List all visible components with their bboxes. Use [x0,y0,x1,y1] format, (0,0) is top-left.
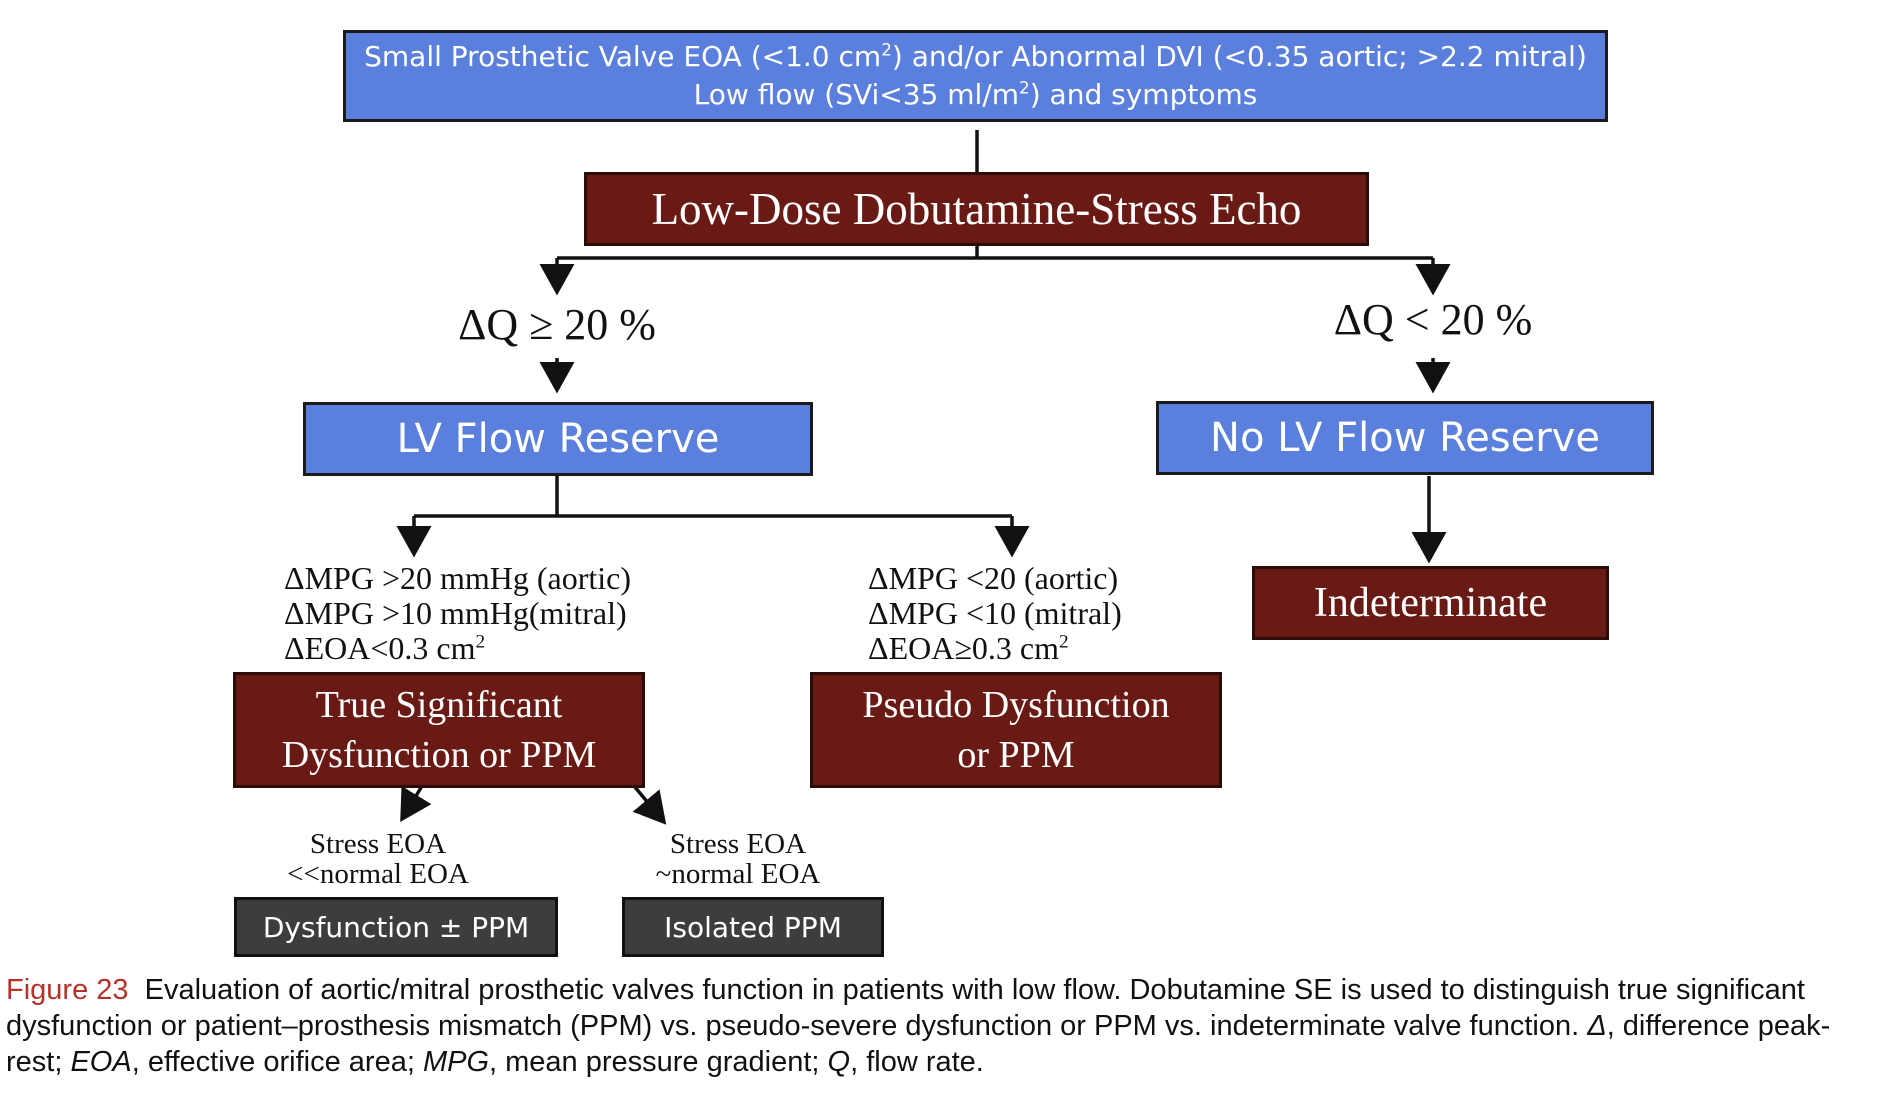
stress-eoa-normal-text: Stress EOA ~normal EOA [655,828,821,890]
small-prosthetic-valve-box: Small Prosthetic Valve EOA (<1.0 cm2) an… [343,30,1608,122]
significant-criteria-text: ΔMPG >20 mmHg (aortic) ΔMPG >10 mmHg(mit… [284,560,632,666]
figure-label: Figure 23 [6,974,129,1006]
true-significant-dysfunction-box: True Significant Dysfunction or PPM [233,672,645,788]
isolated-ppm-box: Isolated PPM [622,897,884,957]
delta-q-low-label: ΔQ < 20 % [1333,295,1533,344]
arrow-to-stress-left [400,785,432,822]
connector-arrows [396,130,1451,825]
top-box-line-1: Small Prosthetic Valve EOA (<1.0 cm2) an… [364,39,1587,73]
delta-q-high-label: ΔQ ≥ 20 % [458,300,656,349]
pseudo-dysfunction-box: Pseudo Dysfunction or PPM [810,672,1222,788]
stress-eoa-low-text: Stress EOA <<normal EOA [287,828,469,890]
pseudo-criteria-text: ΔMPG <20 (aortic) ΔMPG <10 (mitral) ΔEOA… [868,560,1122,666]
lv-flow-reserve-box: LV Flow Reserve [303,402,813,476]
no-lv-flow-reserve-box: No LV Flow Reserve [1156,401,1654,475]
indeterminate-box: Indeterminate [1252,566,1609,640]
top-box-line-2: Low flow (SVi<35 ml/m2) and symptoms [693,77,1258,111]
delta-symbol: Δ [1587,1010,1607,1042]
dysfunction-ppm-box: Dysfunction ± PPM [234,897,558,957]
arrow-to-stress-right [632,784,667,825]
dobutamine-stress-echo-box: Low-Dose Dobutamine-Stress Echo [584,172,1369,246]
figure-caption: Figure 23 Evaluation of aortic/mitral pr… [6,974,1831,1078]
